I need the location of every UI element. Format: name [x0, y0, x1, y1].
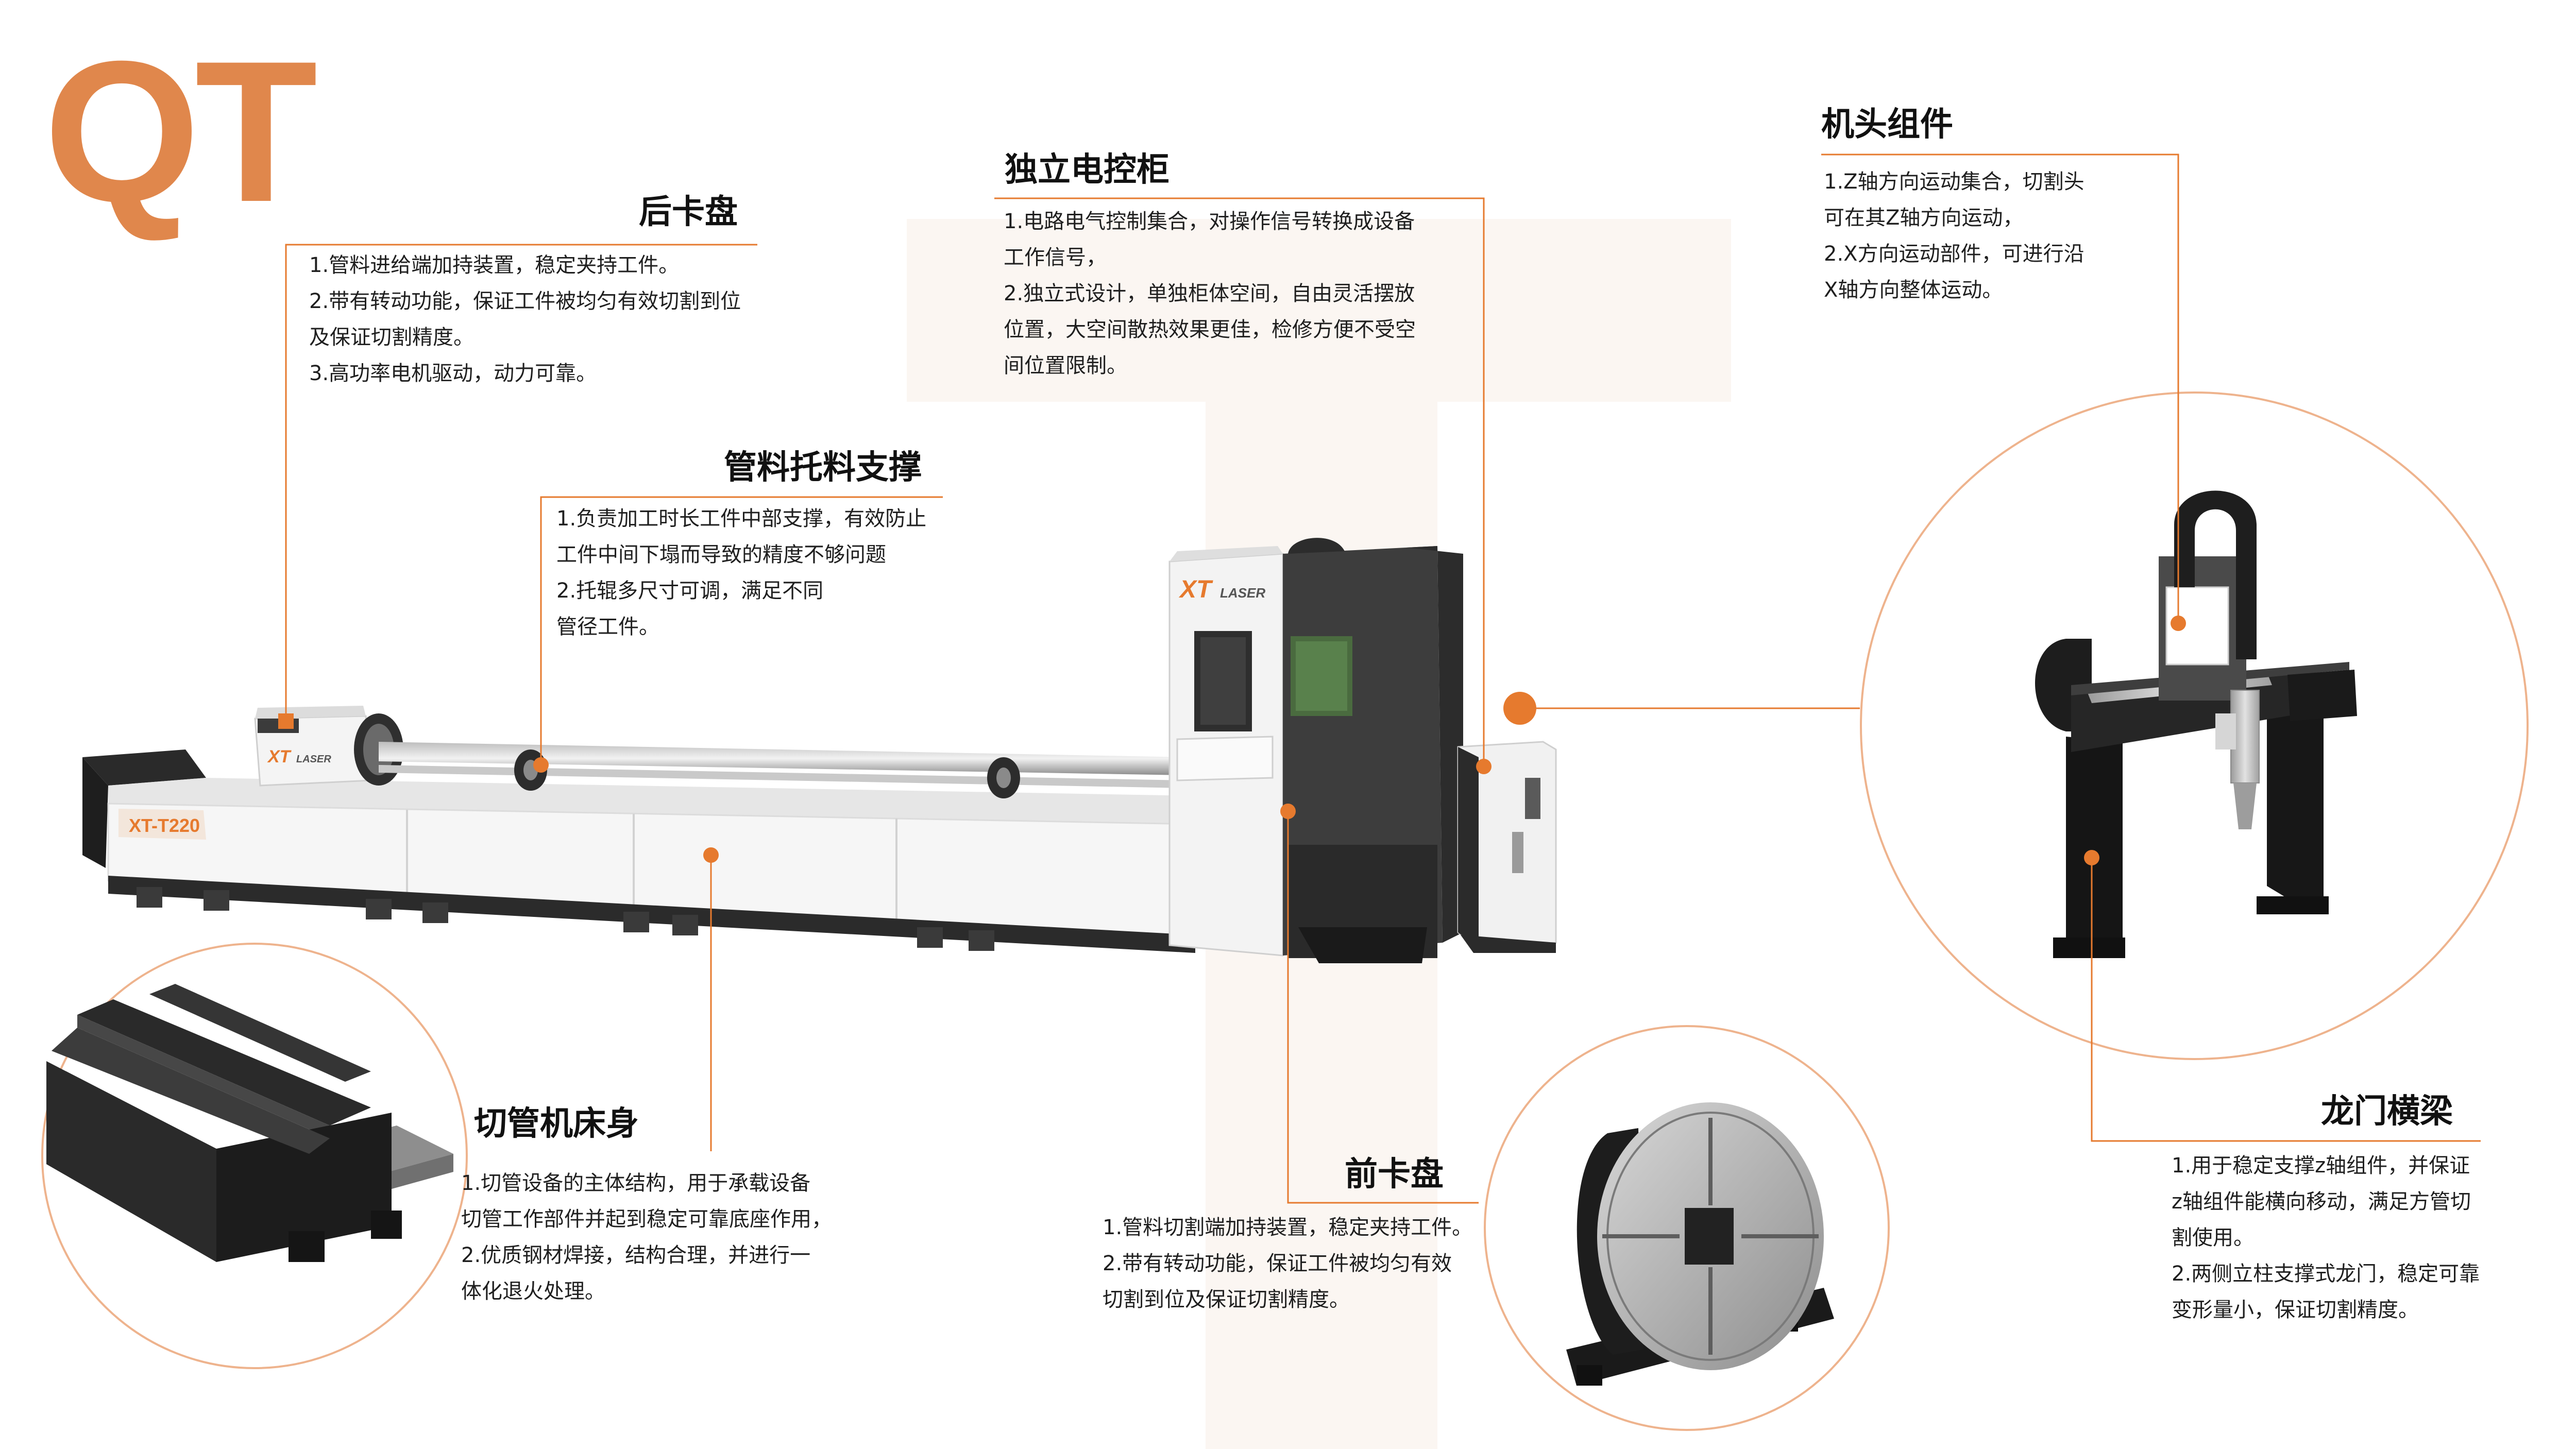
- cabinet-description: 1.电路电气控制集合，对操作信号转换成设备 工作信号， 2.独立式设计，单独柜体…: [1004, 203, 1416, 384]
- head-title: 机头组件: [1821, 106, 1953, 144]
- support-marker-dot: [533, 757, 549, 773]
- front-chuck-desc-line: 切割到位及保证切割精度。: [1103, 1288, 1350, 1311]
- rear-chuck-description: 1.管料进给端加持装置，稳定夹持工件。 2.带有转动功能，保证工件被均匀有效切割…: [309, 247, 741, 391]
- head-connector-dot: [1503, 692, 1536, 725]
- support-desc-line: 2.托辊多尺寸可调，满足不同: [556, 579, 824, 603]
- front-chuck-desc-line: 1.管料切割端加持装置，稳定夹持工件。: [1103, 1216, 1473, 1239]
- rear-chuck-desc-line: 3.高功率电机驱动，动力可靠。: [309, 362, 597, 385]
- support-desc-line: 1.负责加工时长工件中部支撑，有效防止: [556, 507, 927, 531]
- cabinet-marker-dot: [1476, 759, 1492, 774]
- rear-chuck-desc-line: 及保证切割精度。: [309, 326, 474, 349]
- bed-description: 1.切管设备的主体结构，用于承载设备 切管工作部件并起到稳定可靠底座作用， 2.…: [461, 1165, 832, 1309]
- cabinet-desc-line: 1.电路电气控制集合，对操作信号转换成设备: [1004, 210, 1415, 233]
- rear-chuck-logo-xt: XT: [267, 747, 292, 766]
- gantry-desc-line: z轴组件能横向移动，满足方管切: [2172, 1190, 2471, 1214]
- rear-chuck-marker-dot: [278, 713, 294, 729]
- gantry-desc-line: 1.用于稳定支撑z轴组件，并保证: [2172, 1154, 2470, 1178]
- bed-marker-dot: [703, 847, 719, 863]
- head-marker-dot: [2171, 616, 2186, 631]
- gantry-desc-line: 变形量小，保证切割精度。: [2172, 1298, 2419, 1322]
- front-chuck-description: 1.管料切割端加持装置，稳定夹持工件。 2.带有转动功能，保证工件被均匀有效 切…: [1103, 1209, 1472, 1318]
- rear-chuck-title: 后卡盘: [639, 193, 738, 231]
- head-description: 1.Z轴方向运动集合，切割头 可在其Z轴方向运动， 2.X方向运动部件，可进行沿…: [1824, 164, 2084, 308]
- front-chuck-title: 前卡盘: [1345, 1155, 1444, 1194]
- gantry-marker-dot: [2084, 850, 2099, 865]
- support-desc-line: 工件中间下塌而导致的精度不够问题: [556, 543, 886, 567]
- front-chuck-desc-line: 2.带有转动功能，保证工件被均匀有效: [1103, 1252, 1452, 1275]
- enclosure-logo-xt: XT: [1178, 576, 1213, 603]
- cabinet-desc-line: 2.独立式设计，单独柜体空间，自由灵活摆放: [1004, 282, 1415, 305]
- bed-desc-line: 1.切管设备的主体结构，用于承载设备: [461, 1171, 811, 1195]
- cabinet-desc-line: 工作信号，: [1004, 246, 1107, 269]
- head-desc-line: 1.Z轴方向运动集合，切割头: [1824, 170, 2084, 194]
- gantry-desc-line: 割使用。: [2172, 1226, 2254, 1250]
- cabinet-text-panel-bg: [907, 219, 1731, 402]
- bed-frame-illustration: [46, 984, 453, 1262]
- machine-model-label: XT-T220: [129, 815, 200, 836]
- support-description: 1.负责加工时长工件中部支撑，有效防止 工件中间下塌而导致的精度不够问题 2.托…: [556, 501, 926, 645]
- head-gantry-illustration: [2035, 490, 2357, 958]
- cabinet-desc-line: 间位置限制。: [1004, 354, 1127, 378]
- brand-logo-text: QT: [44, 19, 318, 244]
- support-desc-line: 管径工件。: [556, 615, 659, 639]
- gantry-title: 龙门横梁: [2321, 1093, 2453, 1131]
- gantry-description: 1.用于稳定支撑z轴组件，并保证 z轴组件能横向移动，满足方管切 割使用。 2.…: [2172, 1148, 2480, 1328]
- head-desc-line: 可在其Z轴方向运动，: [1824, 206, 2024, 230]
- bed-desc-line: 2.优质钢材焊接，结构合理，并进行一: [461, 1243, 811, 1267]
- head-desc-line: 2.X方向运动部件，可进行沿: [1824, 242, 2084, 266]
- cabinet-desc-line: 位置，大空间散热效果更佳，检修方便不受空: [1004, 318, 1416, 342]
- rear-chuck-logo-laser: LASER: [296, 754, 331, 765]
- enclosure-logo-laser: LASER: [1220, 585, 1265, 601]
- support-title: 管料托料支撑: [724, 449, 922, 487]
- bed-desc-line: 切管工作部件并起到稳定可靠底座作用，: [461, 1207, 832, 1231]
- bed-desc-line: 体化退火处理。: [461, 1280, 605, 1303]
- gantry-desc-line: 2.两侧立柱支撑式龙门，稳定可靠: [2172, 1262, 2480, 1286]
- rear-chuck-desc-line: 1.管料进给端加持装置，稳定夹持工件。: [309, 253, 680, 277]
- bed-title: 切管机床身: [474, 1105, 639, 1143]
- tube-laser-machine: XT-T220 XT LASER XT LASER: [82, 538, 1557, 963]
- rear-chuck-desc-line: 2.带有转动功能，保证工件被均匀有效切割到位: [309, 289, 741, 313]
- head-desc-line: X轴方向整体运动。: [1824, 278, 2003, 302]
- front-chuck-illustration: [1566, 1102, 1834, 1386]
- front-chuck-marker-dot: [1280, 804, 1296, 819]
- cabinet-title: 独立电控柜: [1005, 151, 1170, 189]
